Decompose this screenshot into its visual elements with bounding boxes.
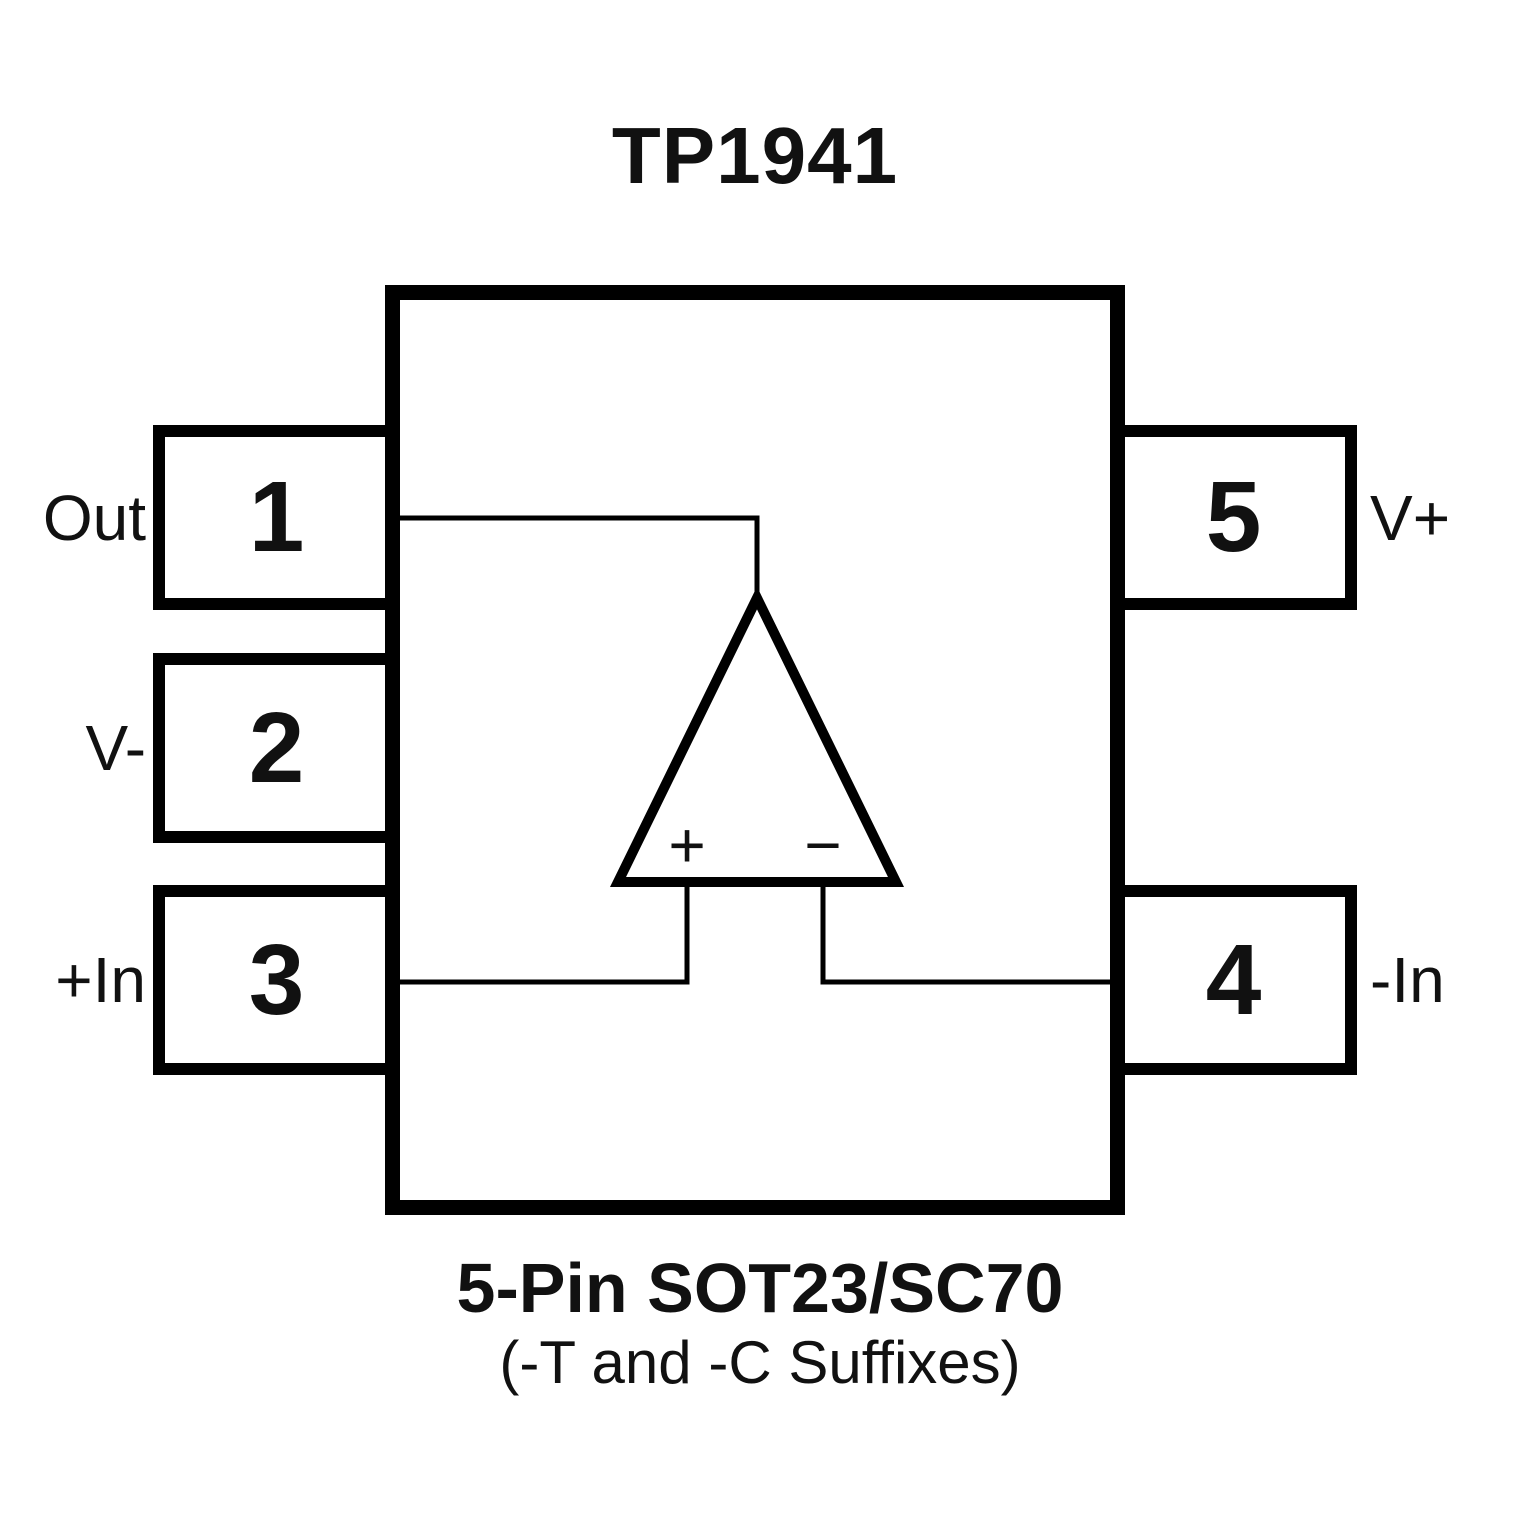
pin-1-function-label: Out — [42, 481, 146, 554]
pin-5-box: 5 — [1110, 425, 1357, 610]
wire-output — [385, 515, 760, 600]
chip-title: TP1941 — [611, 111, 899, 200]
opamp-schematic: + − — [385, 515, 1125, 985]
pin-4-function-label: -In — [1370, 944, 1445, 1016]
opamp-minus-sign: − — [804, 809, 841, 881]
pin-2-box: 2 — [153, 653, 400, 843]
pin-1-box: 1 — [153, 425, 400, 610]
wire-minus-input — [820, 880, 1125, 985]
opamp-triangle — [609, 586, 905, 887]
pin-4-box: 4 — [1110, 885, 1357, 1075]
pin-1-number: 1 — [248, 461, 305, 573]
suffix-caption: (-T and -C Suffixes) — [499, 1329, 1021, 1396]
opamp-plus-sign: + — [668, 809, 705, 881]
wire-plus-input — [385, 880, 690, 985]
pin-5-number: 5 — [1205, 461, 1262, 573]
pin-5-function-label: V+ — [1370, 481, 1451, 554]
pin-3-box: 3 — [153, 885, 400, 1075]
package-caption: 5-Pin SOT23/SC70 — [456, 1249, 1064, 1327]
pin-3-number: 3 — [248, 923, 305, 1036]
pin-3-function-label: +In — [55, 944, 146, 1016]
pin-4-number: 4 — [1205, 923, 1262, 1036]
pin-2-number: 2 — [248, 691, 305, 804]
pin-2-function-label: V- — [85, 712, 146, 784]
